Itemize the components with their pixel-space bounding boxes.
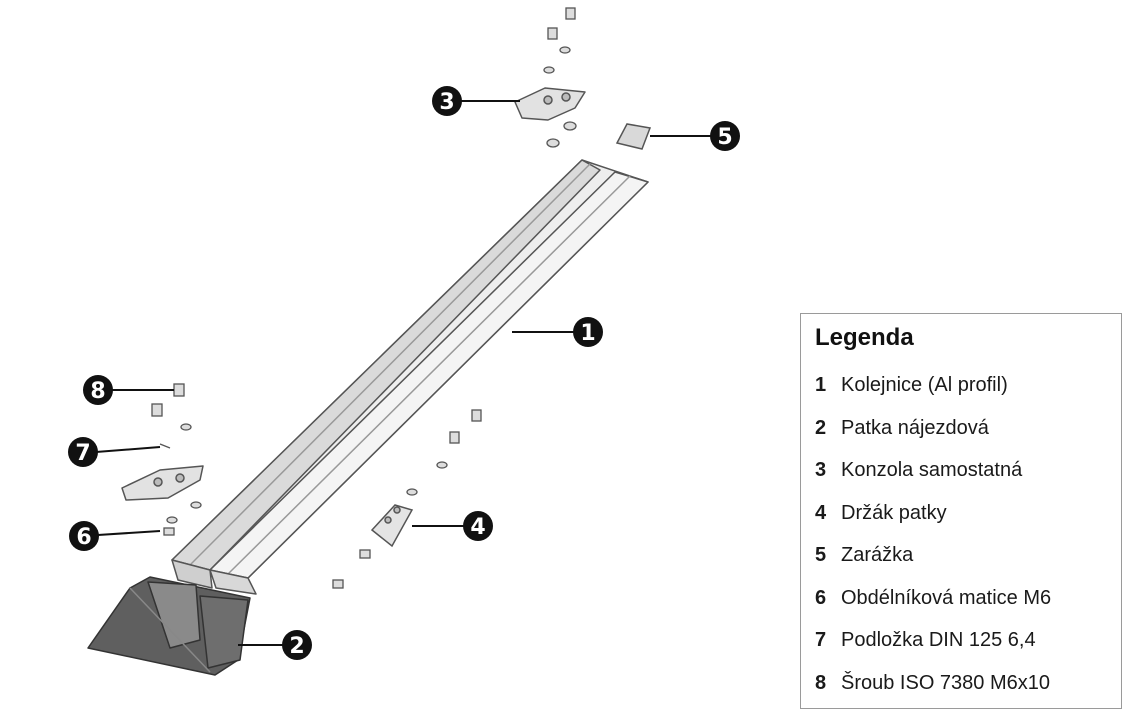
legend-item-number: 4 (815, 501, 827, 524)
legend-item-text: Kolejnice (Al profil) (841, 374, 1008, 396)
legend-item-text: Držák patky (841, 501, 947, 524)
legend-item-text: Podložka DIN 125 6,4 (841, 629, 1036, 651)
legend-item-text: Šroub ISO 7380 M6x10 (841, 671, 1051, 694)
legend-item-number: 7 (815, 629, 827, 651)
legend-item-number: 1 (815, 374, 827, 396)
legend-item-text: Patka nájezdová (841, 416, 989, 439)
callout-6: 6 (69, 521, 99, 551)
legend-item-2: 2 Patka nájezdová (815, 407, 1109, 450)
legend-item-number: 6 (815, 586, 827, 609)
foot-part (87, 576, 251, 676)
legend-box: Legenda 1 Kolejnice (Al profil) 2 Patka ná… (800, 313, 1122, 709)
callout-4: 4 (463, 511, 493, 541)
legend-item-text: Zarážka (841, 544, 914, 566)
svg-text:5: 5 (717, 125, 732, 150)
callout-3: 3 (432, 86, 462, 116)
legend-title: Legenda (815, 324, 914, 351)
callout-1: 1 (573, 317, 603, 347)
legend-item-1: 1 Kolejnice (Al profil) (815, 364, 1109, 407)
callout-8: 8 (83, 375, 113, 405)
rail-part (171, 159, 649, 595)
legend-item-number: 5 (815, 544, 827, 566)
bracket-top-part (514, 87, 586, 121)
callout-5: 5 (710, 121, 740, 151)
legend-item-3: 3 Konzola samostatná (815, 449, 1109, 492)
legend-item-5: 5 Zarážka (815, 534, 1109, 577)
legend-item-6: 6 Obdélníková matice M6 (815, 577, 1109, 620)
svg-text:2: 2 (289, 634, 304, 659)
legend-item-number: 3 (815, 459, 827, 481)
legend-item-4: 4 Držák patky (815, 492, 1109, 535)
legend-item-text: Obdélníková matice M6 (841, 586, 1052, 609)
legend-item-number: 2 (815, 416, 827, 439)
top-fasteners (543, 7, 577, 148)
stopper-part (615, 123, 652, 150)
svg-text:1: 1 (580, 321, 595, 346)
callout-7: 7 (68, 437, 98, 467)
svg-text:6: 6 (76, 525, 91, 550)
svg-text:7: 7 (75, 441, 90, 466)
bracket-left-part (121, 465, 204, 501)
svg-text:4: 4 (470, 515, 485, 540)
svg-text:3: 3 (439, 90, 454, 115)
holder-part (370, 504, 414, 548)
callout-2: 2 (282, 630, 312, 660)
svg-text:8: 8 (90, 379, 105, 404)
left-fasteners (151, 383, 202, 536)
holder-fasteners (332, 409, 482, 589)
legend-item-number: 8 (815, 671, 827, 694)
legend-item-7: 7 Podložka DIN 125 6,4 (815, 619, 1109, 662)
legend-item-text: Konzola samostatná (841, 459, 1023, 481)
leader-lines (95, 100, 712, 646)
legend-item-8: 8 Šroub ISO 7380 M6x10 (815, 662, 1109, 705)
